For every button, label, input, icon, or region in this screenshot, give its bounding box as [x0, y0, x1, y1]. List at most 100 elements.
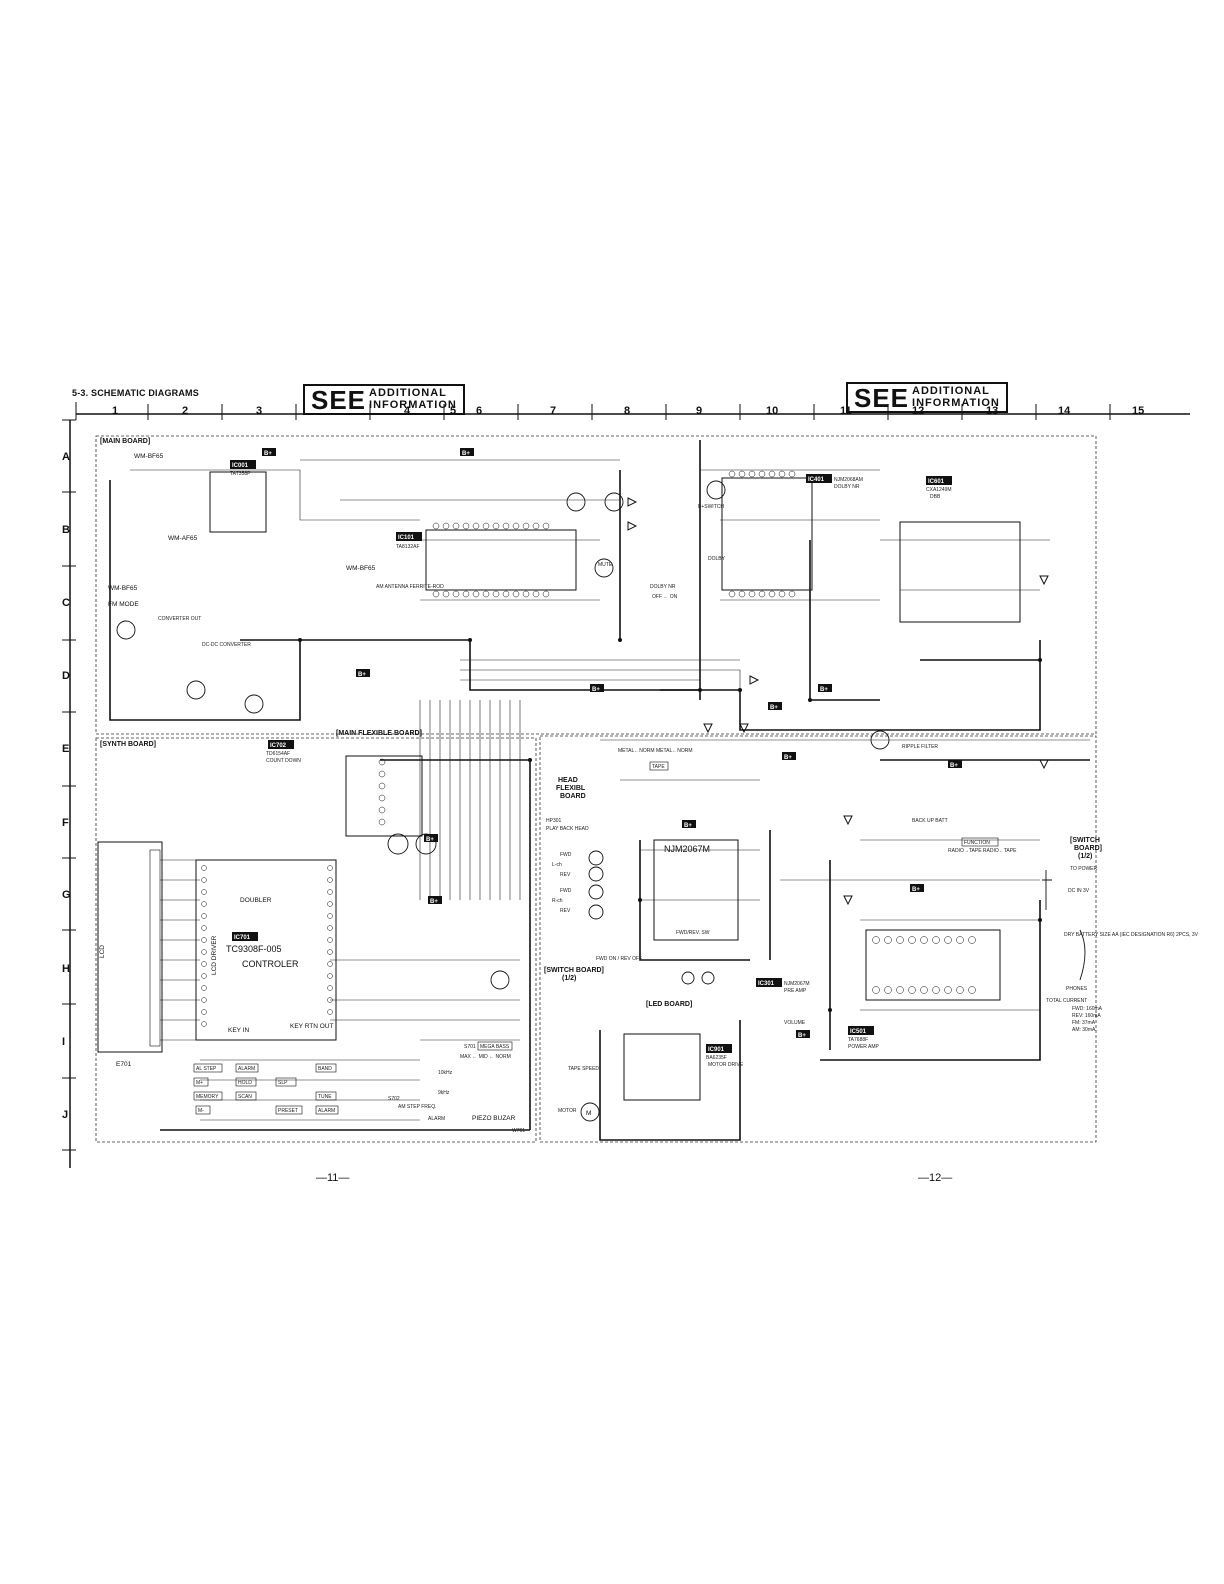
key-scan: SCAN: [238, 1094, 252, 1100]
ic501-body: [865, 929, 1001, 1001]
main-board-outline: [95, 435, 1097, 735]
motor-and-heads: [580, 850, 1086, 1122]
piezo-buzar-label: PIEZO BUZAR: [472, 1115, 516, 1122]
head-flexible-board-label-2: FLEXIBL: [556, 785, 586, 792]
fm-mode-label: FM MODE: [108, 601, 139, 608]
main-board-label: [MAIN BOARD]: [100, 438, 150, 445]
key-memory: MEMORY: [196, 1094, 219, 1100]
function-label: FUNCTION: [964, 840, 990, 846]
total-current-label: TOTAL CURRENT: [1046, 998, 1087, 1004]
row-c: C: [62, 597, 70, 609]
main-wiring: [109, 440, 1090, 1141]
ic301-ref: IC301: [758, 981, 775, 987]
section-title: 5-3. SCHEMATIC DIAGRAMS: [72, 388, 199, 398]
volume-label: VOLUME: [784, 1020, 806, 1026]
row-ruler: [62, 419, 76, 1168]
switch-board-left-label: [SWITCH BOARD]: [544, 967, 604, 974]
row-g: G: [62, 889, 71, 901]
ic701-body: [195, 859, 337, 1041]
key-in-label: KEY IN: [228, 1027, 250, 1034]
bplus-1: B+: [264, 451, 272, 457]
back-up-batt-label: BACK UP BATT: [912, 818, 948, 824]
switch-board-right-label-2: BOARD]: [1074, 845, 1102, 852]
ic501-desc: POWER AMP: [848, 1044, 880, 1050]
head-ch-2: L-ch: [552, 862, 562, 868]
col-3: 3: [256, 405, 262, 417]
col-6: 6: [476, 405, 482, 417]
alarm-label: ALARM: [428, 1116, 445, 1122]
col-14: 14: [1058, 405, 1071, 417]
bplus-3: B+: [358, 672, 366, 678]
ic702-body: [345, 755, 423, 837]
stamp-left-line2: INFORMATION: [369, 399, 457, 411]
ic702-desc: COUNT DOWN: [266, 758, 301, 764]
ic-bodies: [195, 471, 1021, 1101]
ic001-body: [209, 471, 267, 533]
main-flexible-board-label: [MAIN FLEXIBLE BOARD]: [336, 730, 422, 737]
transistors: [116, 480, 890, 990]
key-alarm-2: ALARM: [318, 1108, 335, 1114]
ic401-ref: IC401: [808, 477, 825, 483]
wm-bf65-label-mid: WM-BF65: [346, 565, 376, 572]
ripple-filter-label: RIPPLE FILTER: [902, 744, 938, 750]
e701-label: E701: [116, 1061, 132, 1068]
col-1: 1: [112, 405, 118, 417]
col-10: 10: [766, 405, 778, 417]
ic901-desc: MOTOR DRIVE: [708, 1062, 744, 1068]
dolby-label: DOLBY: [708, 556, 726, 562]
ic601-ref: IC601: [928, 479, 945, 485]
key-mplus: M+: [196, 1080, 203, 1086]
phones-label: PHONES: [1066, 986, 1088, 992]
key-mminus: M-: [198, 1108, 204, 1114]
ic701-name: TC9308F-005: [226, 944, 282, 954]
stamp-left-see: SEE: [311, 385, 367, 415]
off-on-label: OFF ← ON: [652, 594, 678, 600]
ic401-body: [721, 477, 813, 591]
khz9-label: 9kHz: [438, 1090, 450, 1096]
fwd-rev-sw-label: FWD/REV. SW: [676, 930, 710, 936]
stamp-left-line1: ADDITIONAL: [369, 387, 447, 399]
am-antenna-label: AM ANTENNA FERRITE-ROD: [376, 584, 444, 590]
column-labels: 1 2 3 4 5 6 7 8 9 10 11 12 13 14 15: [112, 405, 1144, 417]
tape-label: TAPE: [652, 764, 665, 770]
key-al-step: AL STEP: [196, 1066, 217, 1072]
ic101-name: TA8132AF: [396, 544, 420, 550]
key-tune: TUNE: [318, 1094, 332, 1100]
head-ch-4: FWD: [560, 888, 572, 894]
ic701-ref: IC701: [234, 935, 251, 941]
junction-dots: [298, 638, 1042, 1012]
dc-in-label: DC IN 3V: [1068, 888, 1090, 894]
col-13: 13: [986, 405, 998, 417]
current-am: AM: 30mA: [1072, 1027, 1096, 1033]
hp301-label: HP301: [546, 818, 562, 824]
motor-symbol: M: [586, 1110, 591, 1117]
head-ch-5: R-ch: [552, 898, 563, 904]
col-15: 15: [1132, 405, 1144, 417]
tape-speed-label: TAPE SPEED: [568, 1066, 599, 1072]
mute-label: MUTE: [598, 562, 613, 568]
bswitch-label: B+SWITCH: [698, 504, 724, 510]
ic401-desc: DOLBY NR: [834, 484, 860, 490]
stamp-right-see: SEE: [854, 383, 910, 413]
ic501-name: TA7688F: [848, 1037, 868, 1043]
row-labels: A B C D E F G H I J: [62, 451, 71, 1121]
ic401-name: NJM2068AM: [834, 477, 863, 483]
wm-bf65-label-left: WM-BF65: [108, 585, 138, 592]
stamp-right-line2: INFORMATION: [912, 397, 1000, 409]
switch-board-right-label-3: (1/2): [1078, 853, 1092, 860]
wm-bf65-label-top: WM-BF65: [134, 453, 164, 460]
dry-battery-label: DRY BATTERY SIZE AA (IEC DESIGNATION R6)…: [1064, 932, 1199, 938]
col-11: 11: [840, 405, 852, 417]
converter-out-label: CONVERTER OUT: [158, 616, 201, 622]
col-9: 9: [696, 405, 702, 417]
ic301-body-name: NJM2067M: [664, 844, 710, 854]
current-rev: REV: 160mA: [1072, 1013, 1101, 1019]
key-hold: HOLD: [238, 1080, 252, 1086]
ic501-ref: IC501: [850, 1029, 867, 1035]
head-ch-6: REV: [560, 908, 571, 914]
lower-right-outline: [539, 735, 1097, 1143]
lcd-driver-label: LCD DRIVER: [211, 935, 218, 975]
